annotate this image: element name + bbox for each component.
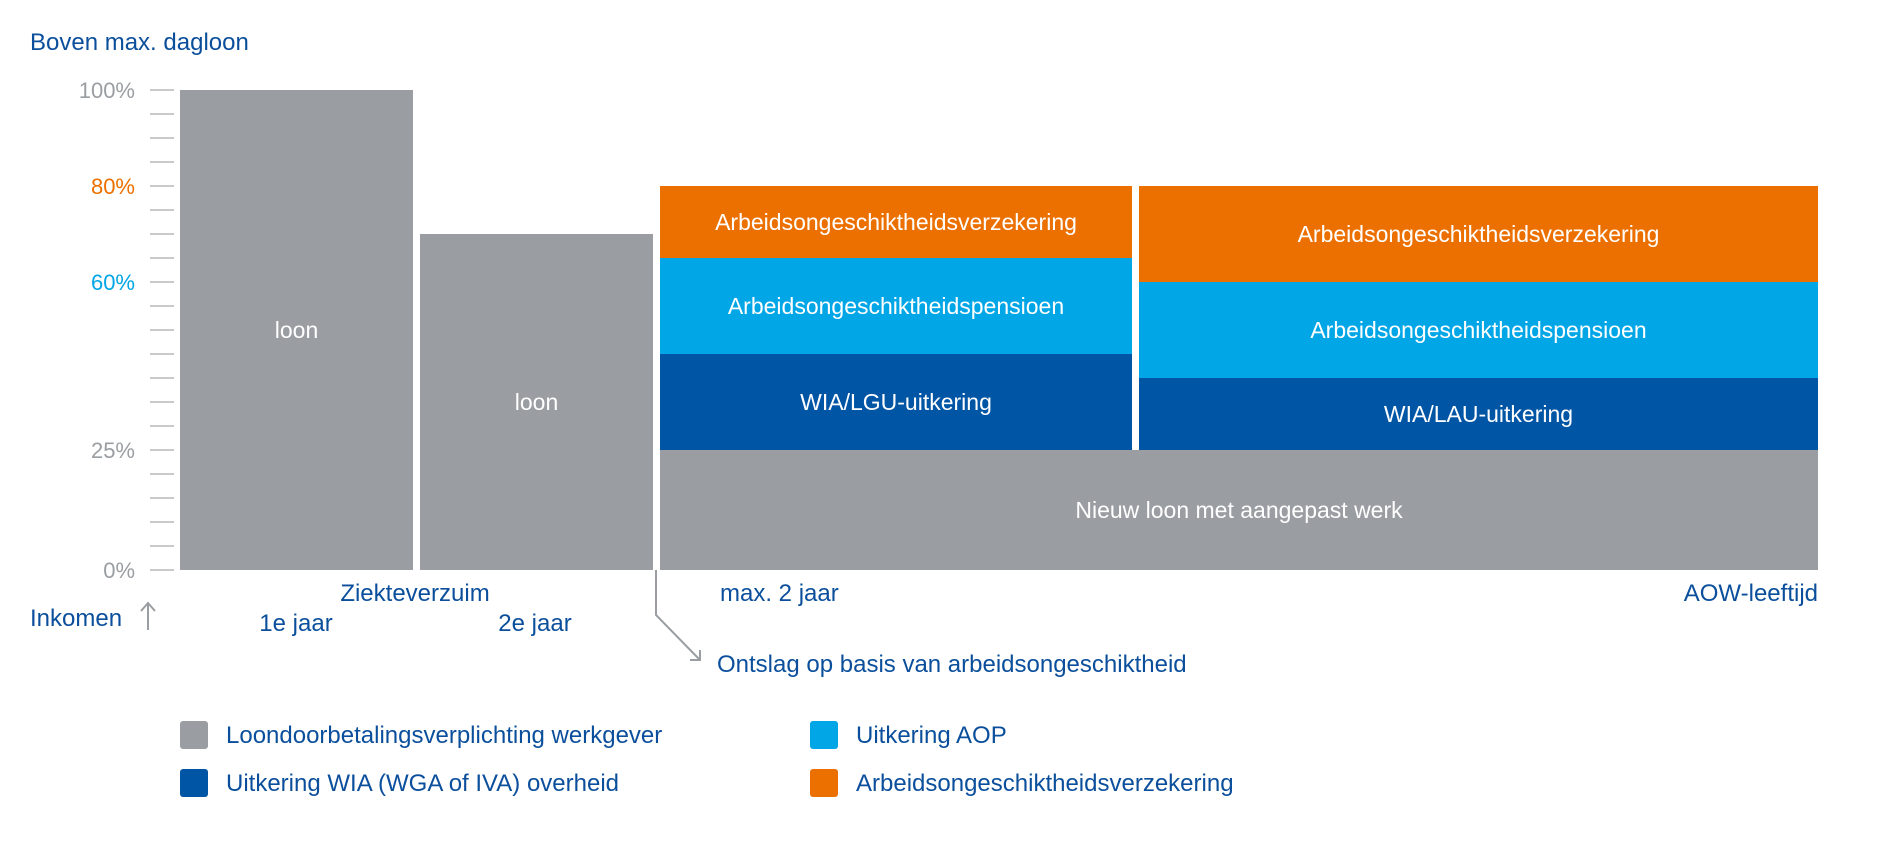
legend-swatch-wia [180,769,208,797]
bar-base-segment-label: Nieuw loon met aangepast werk [1075,497,1403,523]
bar-aop-segment-label: Arbeidsongeschiktheidspensioen [728,293,1064,319]
bar-av-segment [1139,186,1818,282]
bar-av-segment-label: Arbeidsongeschiktheidsverzekering [715,209,1077,235]
bar-wia-segment-label: WIA/LGU-uitkering [800,389,992,415]
bar-loon-segment [180,90,413,570]
chart-title: Boven max. dagloon [30,29,249,56]
ontslag-arrow-icon [655,570,701,661]
x-label-year2: 2e jaar [498,610,571,637]
legend-swatch-aop [810,721,838,749]
bar-loon-segment-label: loon [515,389,558,415]
legend-label-aop: Uitkering AOP [856,722,1007,749]
x-label-ontslag: Ontslag op basis van arbeidsongeschikthe… [717,651,1187,678]
x-label-aow: AOW-leeftijd [1684,580,1818,607]
x-label-ziekteverzuim: Ziekteverzuim [340,580,489,607]
legend-label-loon: Loondoorbetalingsverplichting werkgever [226,722,662,749]
y-tick-label: 100% [79,78,135,103]
bar-aop-segment-label: Arbeidsongeschiktheidspensioen [1310,317,1646,343]
y-axis-label: Inkomen [30,605,122,632]
legend-label-av: Arbeidsongeschiktheidsverzekering [856,770,1234,797]
legend-label-wia: Uitkering WIA (WGA of IVA) overheid [226,770,619,797]
bar-loon-segment [420,234,653,570]
bar-av-segment [660,186,1132,258]
bar-wia-segment [660,354,1132,450]
bar-wia-segment [1139,378,1818,450]
bar-base-segment [660,450,1818,570]
y-tick-label: 25% [91,438,135,463]
y-tick-label: 80% [91,174,135,199]
bar-aop-segment [660,258,1132,354]
legend-swatch-loon [180,721,208,749]
bar-loon-segment-label: loon [275,317,318,343]
y-tick-label: 0% [103,558,135,583]
bar-wia-segment-label: WIA/LAU-uitkering [1384,401,1573,427]
x-label-year1: 1e jaar [259,610,332,637]
y-tick-label: 60% [91,270,135,295]
bar-av-segment-label: Arbeidsongeschiktheidsverzekering [1298,221,1660,247]
y-axis-arrow-icon [140,601,156,630]
bar-aop-segment [1139,282,1818,378]
x-label-max2: max. 2 jaar [720,580,839,607]
legend-swatch-av [810,769,838,797]
